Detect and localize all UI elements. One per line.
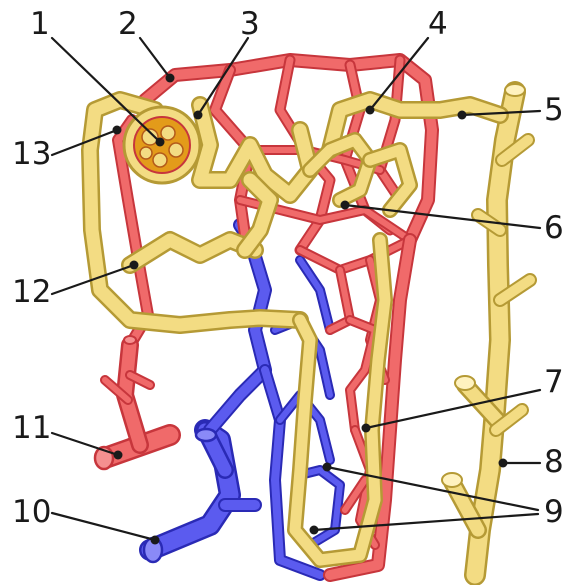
label-2: 2 [118, 6, 138, 42]
leader-9b [314, 514, 538, 530]
label-8: 8 [544, 444, 564, 480]
label-1: 1 [30, 6, 50, 42]
label-11: 11 [12, 410, 51, 446]
label-9: 9 [544, 494, 564, 530]
label-5: 5 [544, 92, 564, 128]
leader-11 [52, 433, 118, 455]
label-4: 4 [428, 6, 448, 42]
label-3: 3 [240, 6, 260, 42]
label-10: 10 [12, 494, 51, 530]
leader-1 [52, 38, 160, 142]
collecting-duct [442, 84, 530, 575]
label-7: 7 [544, 364, 564, 400]
label-13: 13 [12, 136, 51, 172]
label-12: 12 [12, 274, 51, 310]
leader-2 [140, 38, 170, 78]
leader-10 [52, 513, 155, 540]
label-6: 6 [544, 210, 564, 246]
